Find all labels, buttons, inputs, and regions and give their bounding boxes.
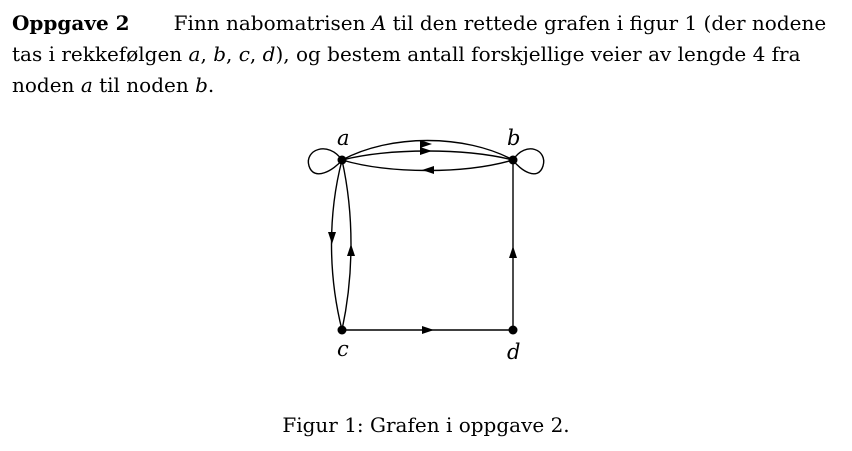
node-d: [508, 325, 518, 335]
node-symbol: a: [80, 73, 93, 97]
exercise-text-part: ), og bestem antall forskjellige veier a…: [12, 42, 801, 97]
loop-a-edge: [307, 148, 343, 175]
exercise-text-part: Finn nabomatrisen: [173, 11, 366, 35]
node-b: [508, 155, 518, 165]
node-symbol: b: [213, 42, 226, 66]
figure-caption: Figur 1: Grafen i oppgave 2.: [282, 413, 570, 437]
matrix-symbol: A: [371, 11, 387, 35]
punctuation: .: [207, 73, 215, 97]
arrow-d-to-b: [509, 246, 517, 258]
node-a: [337, 155, 347, 165]
edge-a-to-b-upper: [341, 139, 514, 161]
node-c: [337, 325, 347, 335]
arrow-a-to-b-middle: [420, 147, 432, 155]
arrow-b-to-a: [422, 166, 434, 174]
punctuation: ,: [226, 42, 233, 66]
punctuation: ,: [200, 42, 207, 66]
arrow-c-to-a: [347, 244, 355, 256]
directed-graph: a b c d: [307, 126, 545, 364]
punctuation: ,: [249, 42, 257, 66]
arrow-a-to-c: [328, 232, 336, 244]
node-label-d: d: [507, 340, 520, 364]
exercise-title: Oppgave 2: [12, 11, 130, 35]
arrow-c-to-d: [422, 326, 434, 334]
node-label-c: c: [337, 337, 349, 361]
exercise-text-part: til den rettede grafen i figur 1 (der no…: [12, 11, 827, 66]
exercise-text: Oppgave 2 Finn nabomatrisen A til den ret…: [12, 8, 842, 101]
exercise-text-part: til noden: [99, 73, 189, 97]
edge-a-to-c: [330, 159, 343, 331]
node-symbol: c: [238, 42, 250, 66]
arrow-a-to-b-upper: [420, 140, 432, 148]
node-symbol: b: [195, 73, 208, 97]
node-symbol: d: [262, 42, 276, 66]
edge-c-to-a: [341, 159, 352, 331]
loop-b-edge: [512, 148, 545, 175]
node-label-a: a: [337, 126, 350, 150]
node-symbol: a: [188, 42, 201, 66]
node-label-b: b: [507, 126, 520, 150]
